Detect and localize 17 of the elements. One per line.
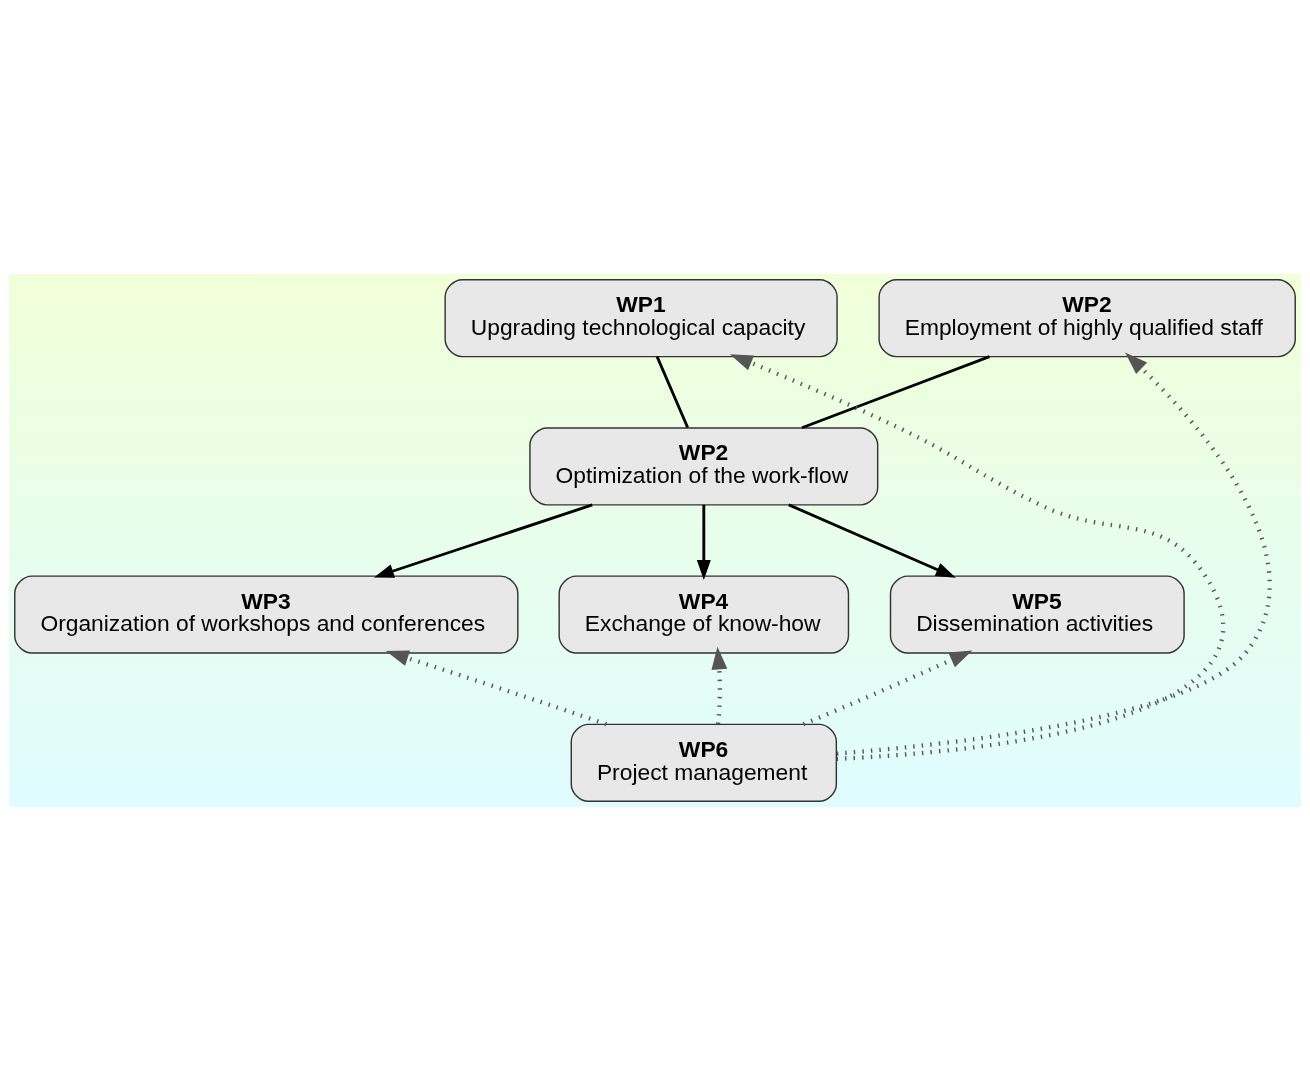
node-box: WP6 Project management <box>570 723 838 802</box>
arrow <box>385 650 607 726</box>
arrow <box>729 353 1224 761</box>
arrow <box>836 351 1272 756</box>
node-box: WP1 Upgrading technological capacity <box>444 278 838 357</box>
arrow <box>711 646 728 724</box>
connector <box>801 354 990 429</box>
connector <box>655 355 689 428</box>
arrow <box>802 649 973 726</box>
node-box: WP2 Optimization of the work-flow <box>529 426 879 506</box>
node-box: WP4 Exchange of know-how <box>558 574 850 654</box>
node-box: WP2 Employment of highly qualified staff <box>878 278 1296 357</box>
node-box: WP5 Dissemination activities <box>889 574 1185 654</box>
node-box: WP3 Organization of workshops and conferences <box>14 574 519 654</box>
arrow <box>788 503 956 578</box>
arrow <box>696 504 711 580</box>
arrow <box>373 503 593 578</box>
